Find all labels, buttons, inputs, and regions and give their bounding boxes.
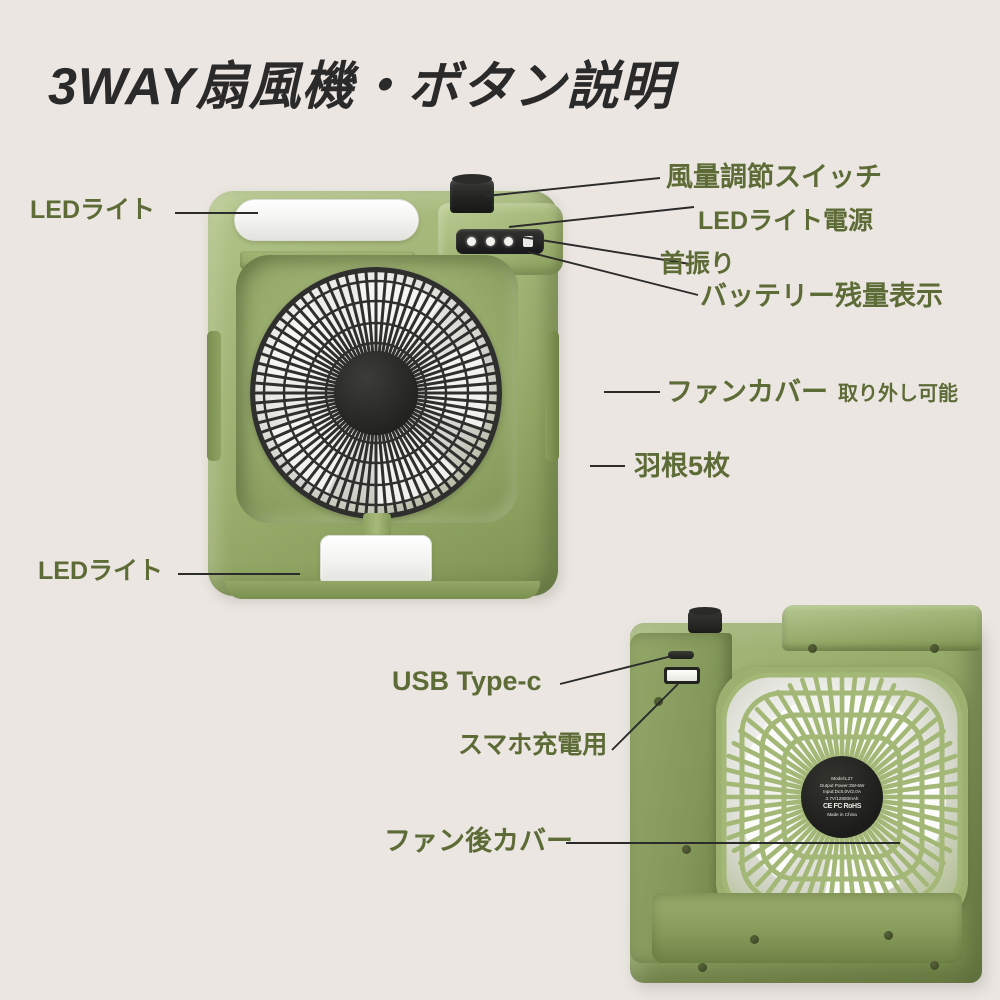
- callout-oscillation: 首振り: [660, 250, 736, 278]
- callout-phone-charging: スマホ充電用: [458, 731, 608, 759]
- airflow-knob-rear[interactable]: [688, 607, 722, 633]
- screw-icon: [698, 963, 707, 972]
- page-title: 3WAY扇風機・ボタン説明: [48, 58, 673, 116]
- callout-airflow-switch: 風量調節スイッチ: [666, 162, 882, 192]
- callout-blades: 羽根5枚: [634, 451, 731, 481]
- screw-icon: [808, 644, 817, 653]
- battery-led-3: [504, 237, 514, 246]
- fan-cover-grille[interactable]: [250, 267, 502, 519]
- spec-certification-icons: CE FC RoHS: [822, 802, 861, 810]
- usb-type-c-port[interactable]: [668, 651, 694, 659]
- fan-rear-view: Model:L27 Output Power:3W-6W Input:DcS.0…: [612, 605, 998, 995]
- spec-output: Output Power:3W-6W: [819, 782, 865, 788]
- screw-icon: [884, 931, 893, 940]
- callout-usb-type-c: USB Type-c: [392, 666, 542, 696]
- callout-battery-indicator: バッテリー残量表示: [700, 281, 943, 311]
- led-light-panel-top[interactable]: [234, 199, 419, 241]
- battery-led-2: [485, 237, 495, 246]
- battery-led-4: [523, 236, 534, 247]
- spec-origin: Made in China: [827, 812, 857, 818]
- fan-carry-handle: [782, 605, 982, 651]
- callout-led-power: LEDライト電源: [698, 207, 874, 235]
- battery-indicator[interactable]: [456, 229, 544, 254]
- callout-fan-cover-note: 取り外し可能: [838, 383, 958, 405]
- screw-icon: [750, 935, 759, 944]
- spec-battery: 3.7V/12800mAh: [825, 796, 859, 802]
- spec-input: Input:DcS.0V/2.0A: [823, 789, 861, 795]
- fan-front-view: [198, 174, 568, 603]
- spec-label: Model:L27 Output Power:3W-6W Input:DcS.0…: [801, 756, 883, 838]
- fan-base-rear: [652, 893, 962, 963]
- screw-icon: [930, 644, 939, 653]
- callout-led-light-bottom: LEDライト: [38, 557, 164, 585]
- battery-led-1: [466, 237, 476, 246]
- fan-base-foot: [226, 581, 540, 599]
- led-light-panel-bottom[interactable]: [320, 535, 432, 587]
- callout-fan-cover: ファンカバー: [666, 377, 828, 407]
- airflow-knob[interactable]: [450, 174, 494, 213]
- screw-icon: [930, 961, 939, 970]
- callout-rear-fan-cover: ファン後カバー: [384, 826, 573, 856]
- callout-led-light-top: LEDライト: [30, 196, 156, 224]
- rear-fan-cover-cage[interactable]: Model:L27 Output Power:3W-6W Input:DcS.0…: [716, 667, 968, 927]
- usb-a-output-port[interactable]: [664, 667, 700, 684]
- spec-model: Model:L27: [831, 776, 853, 782]
- screw-icon: [682, 845, 691, 854]
- fan-hub: [334, 351, 418, 435]
- screw-icon: [654, 697, 663, 706]
